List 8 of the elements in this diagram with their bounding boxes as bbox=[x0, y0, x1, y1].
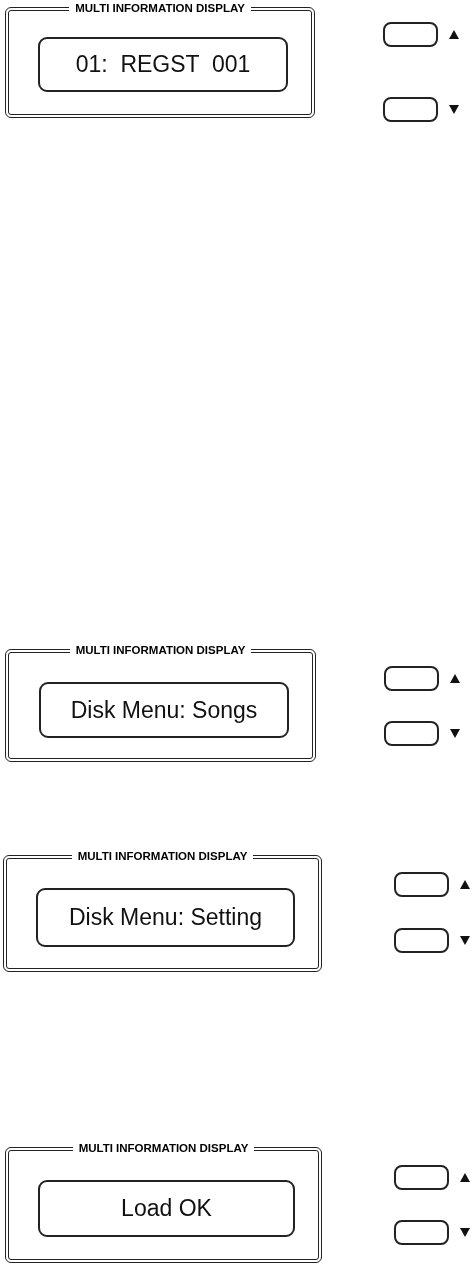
display-screen: 01: REGST 001 bbox=[38, 37, 288, 92]
panel-heading: MULTI INFORMATION DISPLAY bbox=[71, 850, 254, 862]
display-screen: Disk Menu: Songs bbox=[39, 682, 289, 738]
display-screen: Load OK bbox=[38, 1180, 295, 1237]
display-screen: Disk Menu: Setting bbox=[36, 888, 295, 947]
panel-heading: MULTI INFORMATION DISPLAY bbox=[69, 2, 251, 14]
panel-heading: MULTI INFORMATION DISPLAY bbox=[69, 644, 252, 656]
panel-heading: MULTI INFORMATION DISPLAY bbox=[72, 1142, 255, 1154]
